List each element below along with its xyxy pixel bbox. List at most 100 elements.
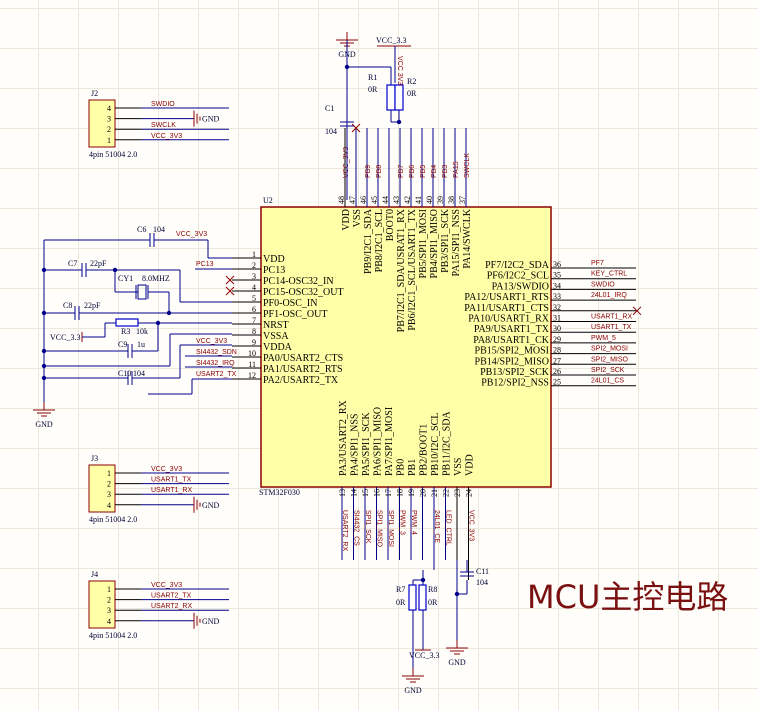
resistor-body [386, 84, 396, 111]
pin-number: 27 [553, 356, 561, 365]
connector-pin-number: 4 [107, 617, 111, 626]
pin-number: 3 [252, 272, 256, 281]
pin-label: VDD [263, 254, 285, 265]
connector-pin-number: 1 [107, 136, 111, 145]
net-label: LED_CTRL [445, 510, 452, 546]
c6-net-label: VCC_3V3 [176, 231, 207, 238]
r1-ref: R1 [368, 73, 377, 82]
pin-label: PA2/USART2_TX [263, 375, 339, 386]
net-label: 24L01_CE [433, 510, 440, 543]
no-connect-mark [225, 275, 235, 285]
c9-value: 1u [137, 340, 145, 349]
pin-number: 19 [407, 489, 416, 497]
pin-label: VDD [465, 454, 476, 476]
pin-number: 36 [553, 260, 561, 269]
net-label: PWM_3 [399, 510, 406, 535]
pin-number: 20 [419, 489, 428, 497]
net-label: VCC_3V3 [151, 466, 182, 473]
connector-pin-number: 2 [107, 596, 111, 605]
c11-ref: C11 [476, 567, 489, 576]
connector-pin-number: 2 [107, 125, 111, 134]
connector-pin-number: 3 [107, 115, 111, 124]
connector-pin-number: 3 [107, 606, 111, 615]
net-label: VCC_3V3 [151, 133, 182, 140]
pin-number: 44 [381, 196, 390, 204]
pin-number: 22 [442, 489, 451, 497]
r8-ref: R8 [428, 585, 437, 594]
c10-value: 104 [133, 369, 145, 378]
vcc-label: VCC_3.3 [409, 651, 439, 660]
vcc-label: VCC_3.3 [50, 333, 80, 342]
schematic-title: MCU主控电路 [527, 578, 729, 616]
pin-number: 26 [553, 367, 561, 376]
vcc-label: VCC_3.3 [376, 36, 406, 45]
pin-label: PC13 [263, 265, 285, 276]
gnd-label: GND [404, 686, 422, 695]
resistor-body [115, 318, 139, 327]
pin-number: 48 [337, 196, 346, 204]
pin-number: 12 [248, 371, 256, 380]
pin-label: PA13/SWDIO [492, 281, 549, 292]
net-label: SPI2_SCK [591, 367, 625, 374]
connector-ref: J2 [91, 89, 98, 98]
net-label: SWCLK [151, 122, 176, 129]
connector-pin-number: 2 [107, 480, 111, 489]
gnd-label: GND [202, 501, 220, 510]
pin-label: PB0 [396, 459, 407, 476]
vcc-rot-label: VCC 3V3 [396, 56, 403, 85]
pin-number: 35 [553, 271, 561, 280]
pin-number: 30 [553, 324, 561, 333]
pin-label: VDD [341, 209, 352, 231]
pin-label: VSSA [263, 331, 289, 342]
pin-label: PB13/SPI2_SCK [480, 367, 550, 378]
connector-pin-number: 4 [107, 104, 111, 113]
pin-number: 45 [370, 196, 379, 204]
pin-number: 32 [553, 303, 561, 312]
net-label: USART1_TX [151, 477, 192, 484]
pin-label: PB7/I2C1_SDA/USRAT1_RX [396, 208, 407, 332]
pin-label: PA6/SPI1_MISO [373, 407, 384, 476]
c8-ref: C8 [63, 301, 72, 310]
pin-number: 2 [252, 261, 256, 270]
pin-number: 8 [252, 327, 256, 336]
net-label: SWDIO [151, 101, 175, 108]
no-connect-mark [632, 306, 642, 316]
net-label: SPI1_MOSI [387, 510, 394, 547]
pin-number: 10 [248, 349, 256, 358]
no-connect-mark [351, 123, 361, 133]
net-label: USART1_RX [151, 487, 192, 494]
pin-number: 39 [436, 196, 445, 204]
pin-label: PC15-OSC32_OUT [263, 287, 344, 298]
pin-number: 16 [373, 489, 382, 497]
pin-label: PF0-OSC_IN [263, 298, 317, 309]
connector-body [88, 99, 116, 148]
pin-label: PB9/I2C1_SDA [363, 208, 374, 274]
pin-label: PA7/SPI1_MOSI [384, 407, 395, 476]
c1-ref: C1 [325, 104, 334, 113]
net-label: VCC_3V3 [151, 582, 182, 589]
net-label: SPI2_MISO [591, 356, 629, 363]
connector-body [88, 464, 116, 513]
c9-ref: C9 [118, 340, 127, 349]
connector-part: 4pin 51004 2.0 [89, 631, 137, 640]
gnd-label: GND [202, 115, 220, 124]
net-label: SI4432_IRQ [196, 360, 235, 367]
pin-number: 43 [392, 196, 401, 204]
connector-ref: J3 [91, 454, 98, 463]
pin-label: VDDA [263, 342, 293, 353]
connector-body [88, 580, 116, 629]
net-label: PB9 [365, 165, 372, 178]
net-label: USART2_RX [151, 603, 192, 610]
c11-value: 104 [476, 578, 488, 587]
pin-number: 9 [252, 338, 256, 347]
net-label: PB8 [376, 165, 383, 178]
pin-label: BOOT0 [385, 209, 396, 241]
pin-number: 41 [414, 196, 423, 204]
gnd-label: GND [35, 420, 53, 429]
pin-number: 31 [553, 314, 561, 323]
c6-ref: C6 [137, 225, 146, 234]
net-label: PB5 [420, 165, 427, 178]
connector-pin-number: 1 [107, 585, 111, 594]
